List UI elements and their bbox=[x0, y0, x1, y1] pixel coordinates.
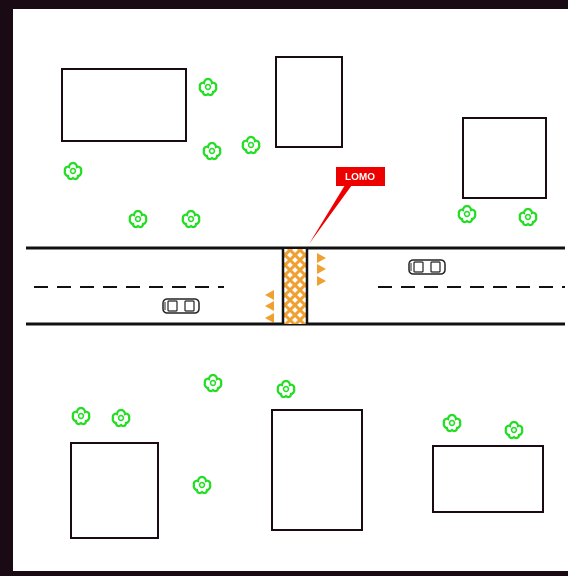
tree-icon bbox=[457, 204, 477, 224]
building bbox=[61, 68, 187, 142]
tree-icon bbox=[241, 135, 261, 155]
callout-label: LOMO bbox=[345, 172, 375, 183]
building bbox=[432, 445, 544, 513]
tree-icon bbox=[71, 406, 91, 426]
traffic-cone-icon bbox=[317, 276, 326, 286]
tree-icon bbox=[192, 475, 212, 495]
tree-icon bbox=[181, 209, 201, 229]
callout-pointer bbox=[309, 185, 352, 244]
buildings bbox=[61, 56, 547, 539]
traffic-cone-icon bbox=[265, 301, 274, 311]
traffic-cone-icon bbox=[265, 313, 274, 323]
tree-icon bbox=[442, 413, 462, 433]
car-icon bbox=[162, 298, 200, 314]
building bbox=[271, 409, 363, 531]
tree-icon bbox=[202, 141, 222, 161]
callout: LOMO bbox=[309, 167, 385, 244]
tree-icon bbox=[518, 207, 538, 227]
tree-icon bbox=[198, 77, 218, 97]
car-icon bbox=[408, 259, 446, 275]
building bbox=[462, 117, 547, 199]
traffic-cone-icon bbox=[265, 290, 274, 300]
crosswalk bbox=[281, 249, 309, 324]
callout-box bbox=[336, 167, 385, 186]
traffic-cone-icon bbox=[317, 253, 326, 263]
traffic-cones bbox=[265, 253, 326, 323]
tree-icon bbox=[111, 408, 131, 428]
tree-icon bbox=[63, 161, 83, 181]
traffic-cone-icon bbox=[317, 264, 326, 274]
building bbox=[275, 56, 343, 148]
tree-icon bbox=[276, 379, 296, 399]
tree-icon bbox=[203, 373, 223, 393]
building bbox=[70, 442, 159, 539]
tree-icon bbox=[128, 209, 148, 229]
tree-icon bbox=[504, 420, 524, 440]
